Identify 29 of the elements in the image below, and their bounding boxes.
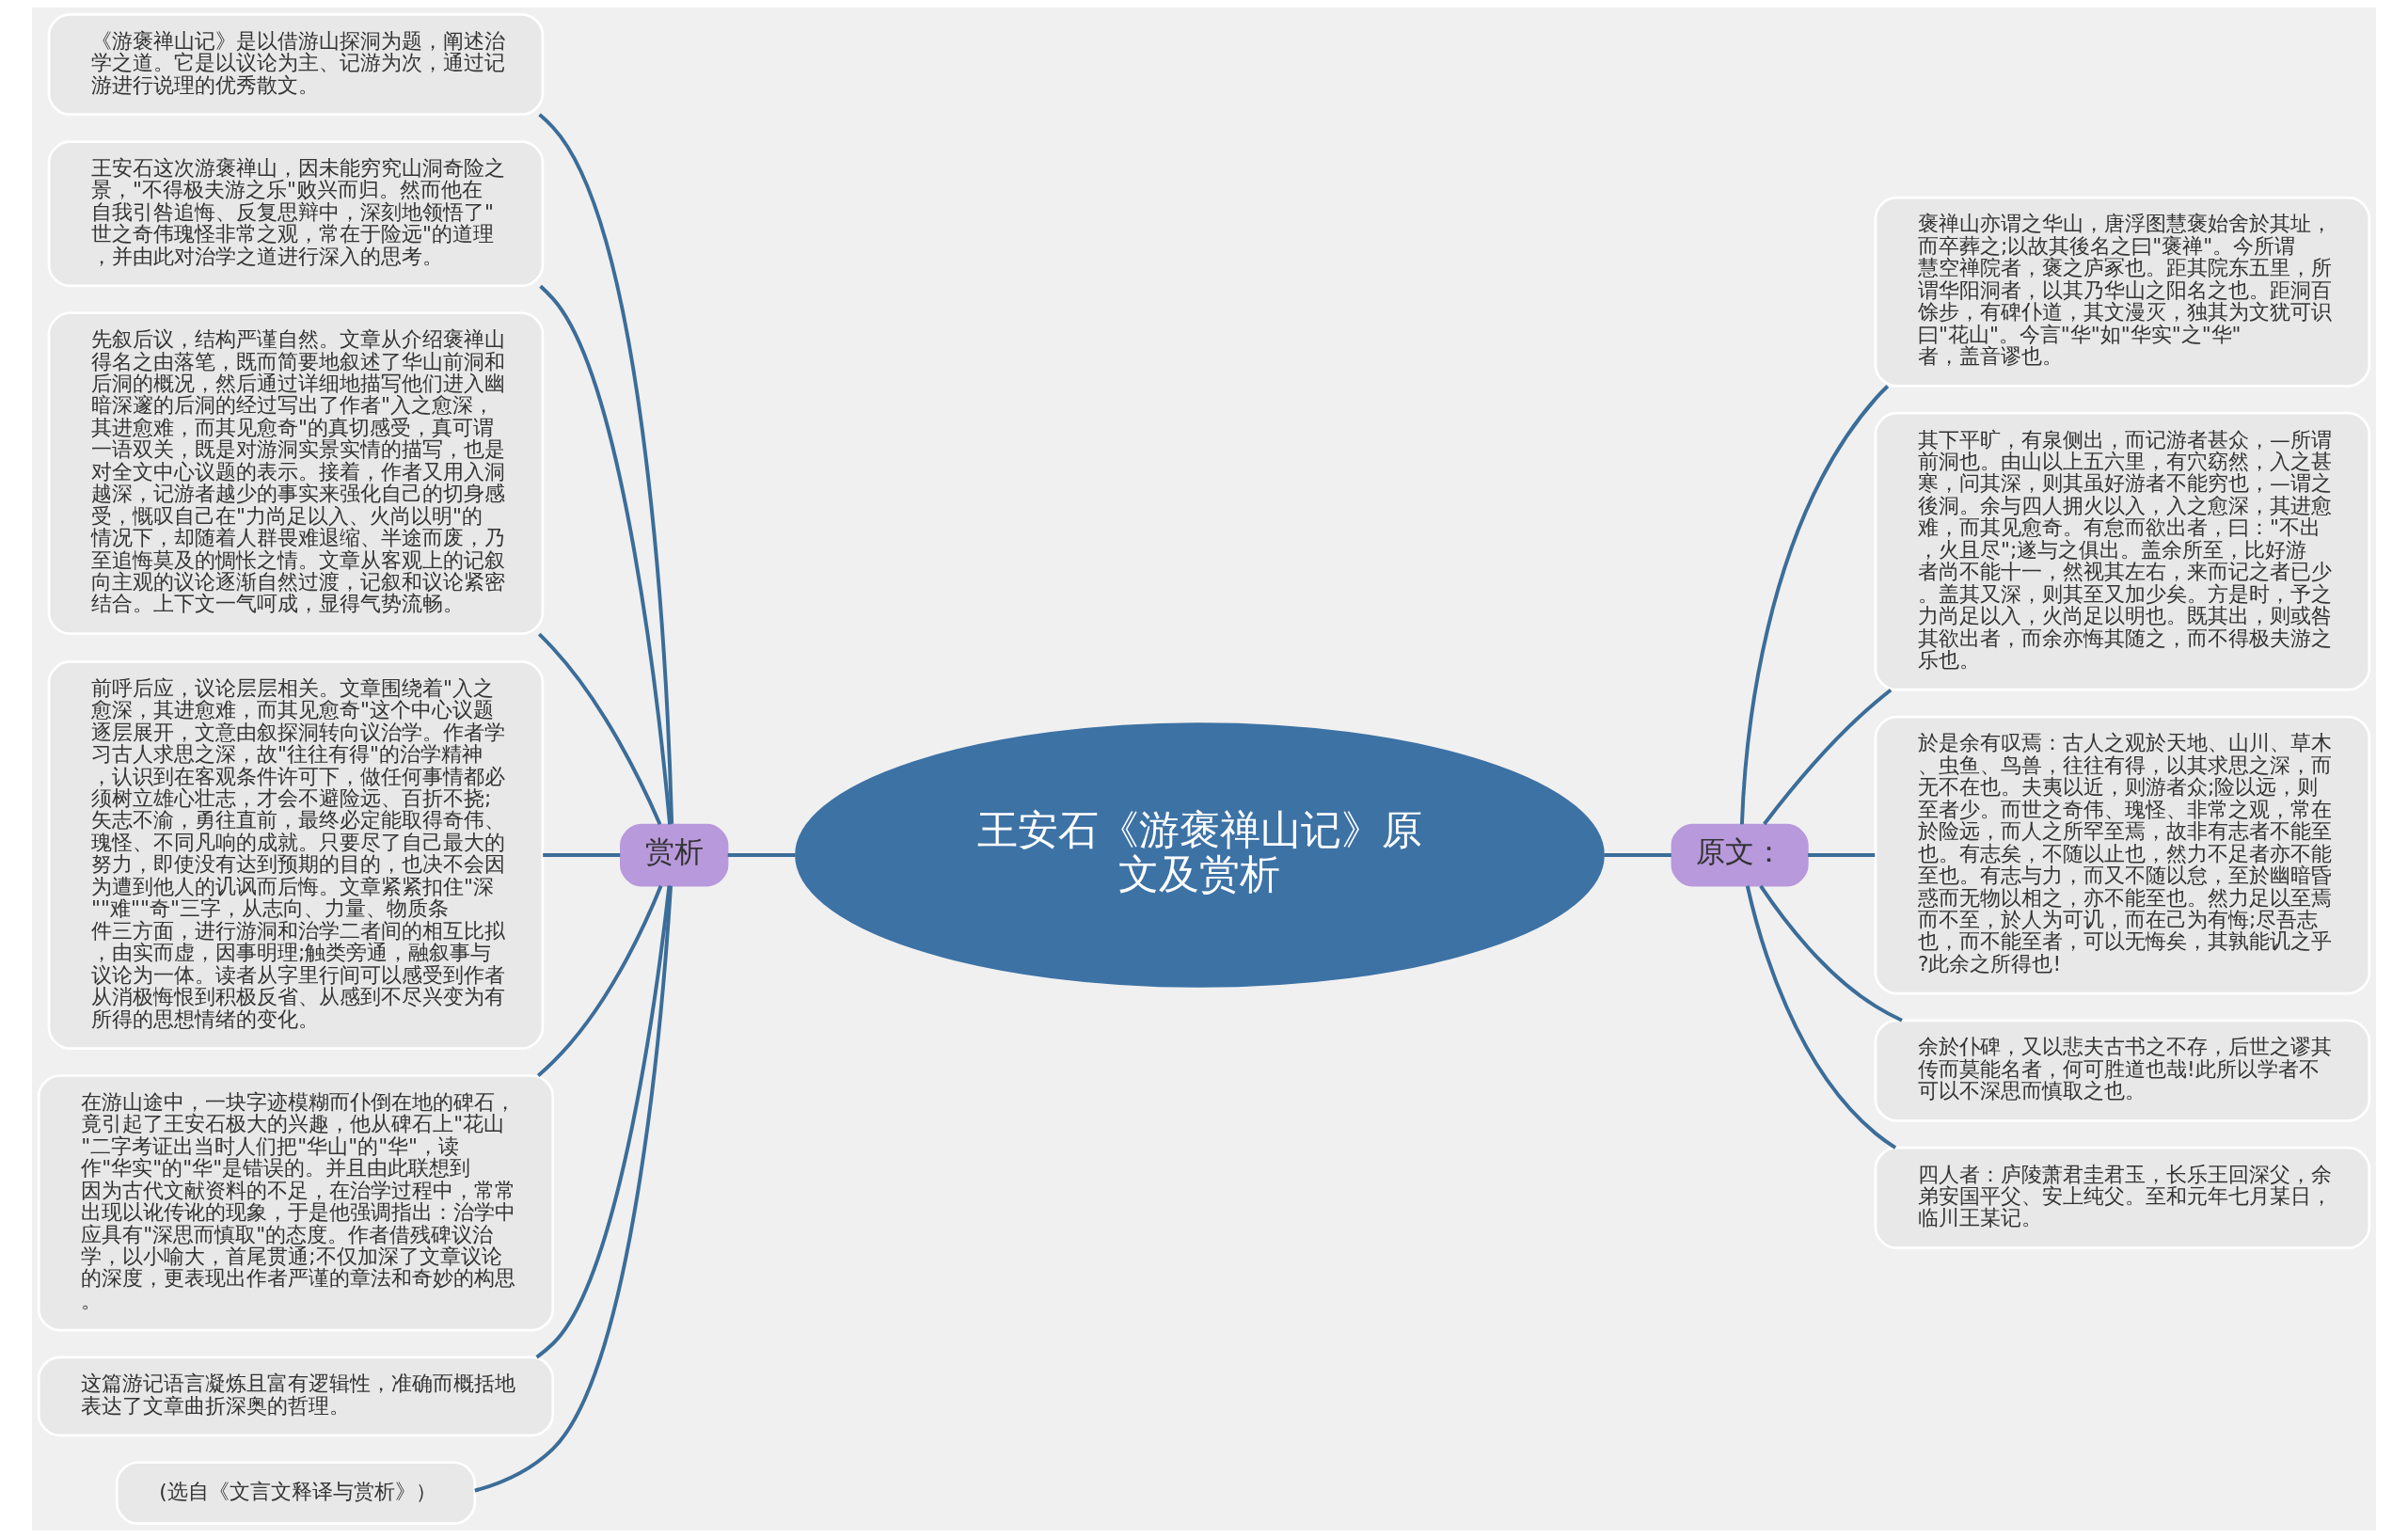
connector — [1604, 853, 1671, 858]
node-box: 褒禅山亦谓之华山，唐浮图慧褒始舍於其址，而卒葬之;以故其後名之曰"褒禅"。今所谓慧空禅院者，褒之庐冢也。距其院东五里，所谓华阳洞者，以其乃华山之阳名之也。距洞百馀步，有碑仆道，其文漫灭，独其为文犹可识曰"花山"。今言"华"如"华实"之"华"者，盖音谬也。 — [1874, 196, 2371, 388]
node-box: 於是余有叹焉：古人之观於天地、山川、草木、虫鱼、鸟兽，往往有得，以其求思之深，而无不在也。夫夷以近，则游者众;险以远，则至者少。而世之奇伟、瑰怪、非常之观，常在於险远，而人之所罕至焉，故非有志者不能至也。有志矣，不随以止也，然力不足者亦不能至也。有志与力，而又不随以怠，至於幽暗昏惑而无物以相之，亦不能至也。然力足以至焉而不至，於人为可讥，而在己为有悔;尽吾志也，而不能至者，可以无悔矣，其孰能讥之乎?此余之所得也! — [1874, 715, 2371, 995]
connector — [539, 284, 673, 825]
connector — [727, 853, 796, 858]
connector — [538, 113, 674, 824]
node-box: 余於仆碑，又以悲夫古书之不存，后世之谬其传而莫能名者，何可胜道也哉!此所以学者不可以不深思而慎取之也。 — [1874, 1019, 2371, 1122]
connector — [1759, 884, 1903, 1023]
node-box: 《游褒禅山记》是以借游山探洞为题，阐述治学之道。它是以议论为主、记游为次，通过记游进行说理的优秀散文。 — [47, 12, 545, 117]
connector — [1745, 885, 1897, 1150]
connector — [1763, 688, 1893, 826]
node-box: (选自《文言文释译与赏析》） — [115, 1461, 477, 1526]
node-box: 原文： — [1671, 823, 1809, 887]
node-box: 王安石这次游褒禅山，因未能穷究山洞奇险之景，"不得极夫游之乐"败兴而归。然而他在自我引咎追悔、反复思辩中，深刻地领悟了"世之奇伟瑰怪非常之观，常在于险远"的道理，并由此对治学之道进行深入的思考。 — [47, 140, 545, 288]
connector — [1739, 385, 1890, 825]
node-box: 其下平旷，有泉侧出，而记游者甚众，—所谓前洞也。由山以上五六里，有穴窈然，入之甚寒，问其深，则其虽好游者不能穷也，—谓之後洞。余与四人拥火以入，入之愈深，其进愈难，而其见愈奇。有怠而欲出者，曰："不出，火且尽";遂与之俱出。盖余所至，比好游者尚不能十一，然视其左右，来而记之者已少。盖其又深，则其至又加少矣。方是时，予之力尚足以入，火尚足以明也。既其出，则或咎其欲出者，而余亦悔其随之，而不得极夫游之乐也。 — [1874, 411, 2371, 691]
connector — [474, 885, 673, 1493]
connector — [536, 885, 663, 1077]
node-box: 赏析 — [620, 823, 729, 887]
node-box: 前呼后应，议论层层相关。文章围绕着"入之愈深，其进愈难，而其见愈奇"这个中心议题逐层展开，文意由叙探洞转向议治学。作者学习古人求思之深，故"往往有得"的治学精神，认识到在客观条件许可下，做任何事情都必须树立雄心壮志，才会不避险远、百折不挠;矢志不渝，勇往直前，最终必定能取得奇伟、瑰怪、不同凡响的成就。只要尽了自己最大的努力，即使没有达到预期的目的，也决不会因为遭到他人的讥讽而后悔。文章紧紧扣住"深""难""奇"三字，从志向、力量、物质条件三方面，进行游洞和治学二者间的相互比拟，由实而虚，因事明理;触类旁通，融叙事与议论为一体。读者从字里行间可以感受到作者从消极悔恨到积极反省、从感到不尽兴变为有所得的思想情绪的变化。 — [47, 660, 545, 1050]
node-box: 四人者：庐陵萧君圭君玉，长乐王回深父，余弟安国平父、安上纯父。至和元年七月某日，临川王某记。 — [1874, 1146, 2371, 1249]
connector — [537, 632, 662, 826]
node-box: 在游山途中，一块字迹模糊而仆倒在地的碑石，竟引起了王安石极大的兴趣，他从碑石上"花山"二字考证出当时人们把"华山"的"华"，读作"华实"的"华"是错误的。并且由此联想到因为古代文献资料的不足，在治学过程中，常常出现以讹传讹的现象，于是他强调指出：治学中应具有"深思而慎取"的态度。作者借残碑议治学，以小喻大，首尾贯通;不仅加深了文章议论的深度，更表现出作者严谨的章法和奇妙的构思。 — [37, 1074, 555, 1332]
connector — [535, 885, 672, 1359]
node-box: 先叙后议，结构严谨自然。文章从介绍褒禅山得名之由落笔，既而简要地叙述了华山前洞和后洞的概况，然后通过详细地描写他们进入幽暗深邃的后洞的经过写出了作者"入之愈深，其进愈难，而其见愈奇"的真切感受，真可谓一语双关，既是对游洞实景实情的描写，也是对全文中心议题的表示。接着，作者又用入洞越深，记游者越少的事实来强化自己的切身感受，慨叹自己在"力尚足以入、火尚以明"的情况下，却随着人群畏难退缩、半途而废，乃至追悔莫及的惆怅之情。文章从客观上的记叙向主观的议论逐渐自然过渡，记叙和议论紧密结合。上下文一气呵成，显得气势流畅。 — [47, 311, 545, 635]
node-ellipse: 王安石《游褒禅山记》原文及赏析 — [795, 722, 1605, 988]
connector — [1808, 853, 1876, 858]
connector — [543, 853, 621, 858]
node-box: 这篇游记语言凝炼且富有逻辑性，准确而概括地表达了文章曲折深奥的哲理。 — [37, 1356, 555, 1437]
